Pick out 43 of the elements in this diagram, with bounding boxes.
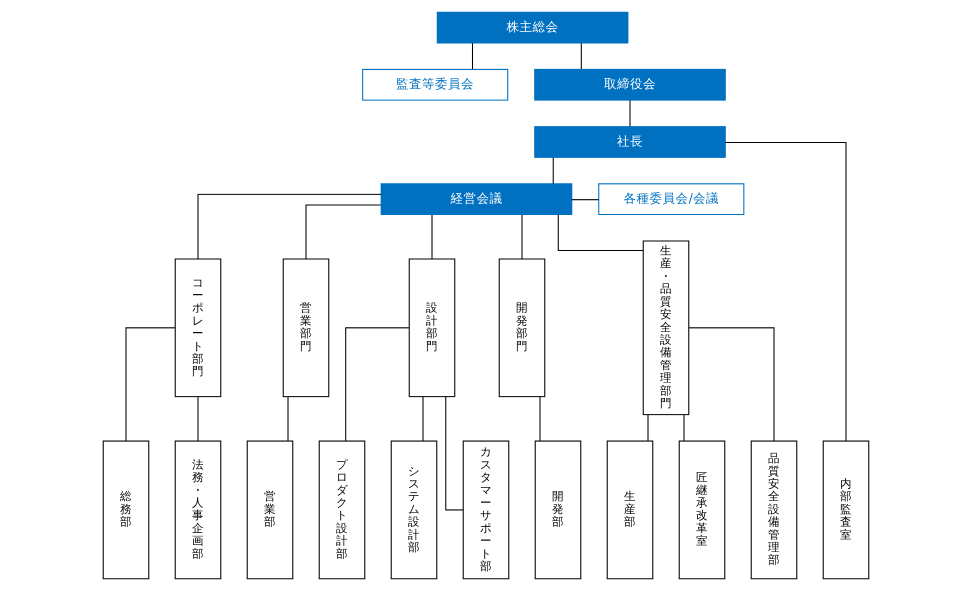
node-box: 総務部 (102, 440, 150, 580)
node-box: 営業部門 (282, 258, 330, 398)
connector (345, 327, 409, 442)
connector (572, 199, 599, 200)
connector (647, 414, 649, 442)
node-box: 開発部門 (498, 258, 546, 398)
node-box: 品質安全設備管理部 (750, 440, 798, 580)
node-box: プロダクト設計部 (318, 440, 366, 580)
connector (552, 158, 554, 184)
node-box: 社長 (534, 126, 726, 158)
connector (125, 327, 176, 442)
connector (197, 396, 199, 441)
node-box: カスタマーサポート部 (462, 440, 510, 580)
node-box: 各種委員会/会議 (598, 183, 744, 216)
node-box: コーポレート部門 (174, 258, 222, 398)
node-box: 経営会議 (380, 183, 572, 216)
connector (539, 396, 541, 441)
node-box: 開発部 (534, 440, 582, 580)
connector (287, 396, 289, 441)
connector (422, 396, 424, 441)
connector (197, 194, 382, 259)
connector (431, 214, 433, 259)
node-box: 匠継承改革室 (678, 440, 726, 580)
node-box: 内部監査室 (822, 440, 870, 580)
node-box: システム設計部 (390, 440, 438, 580)
node-box: 営業部 (246, 440, 294, 580)
node-box: 生産部 (606, 440, 654, 580)
connector (472, 43, 474, 70)
connector (683, 414, 685, 442)
connector (688, 327, 775, 442)
node-box: 法務・人事企画部 (174, 440, 222, 580)
connector (629, 100, 631, 126)
connector (580, 43, 582, 70)
node-box: 取締役会 (534, 68, 726, 101)
connector (445, 396, 464, 510)
node-box: 株主総会 (436, 12, 628, 44)
connector (305, 204, 381, 259)
connector (725, 142, 847, 441)
node-box: 設計部門 (408, 258, 456, 398)
node-box: 監査等委員会 (362, 68, 508, 101)
node-box: 生産・品質安全設備管理部門 (642, 240, 690, 416)
connector (558, 214, 644, 252)
connector (521, 214, 523, 259)
